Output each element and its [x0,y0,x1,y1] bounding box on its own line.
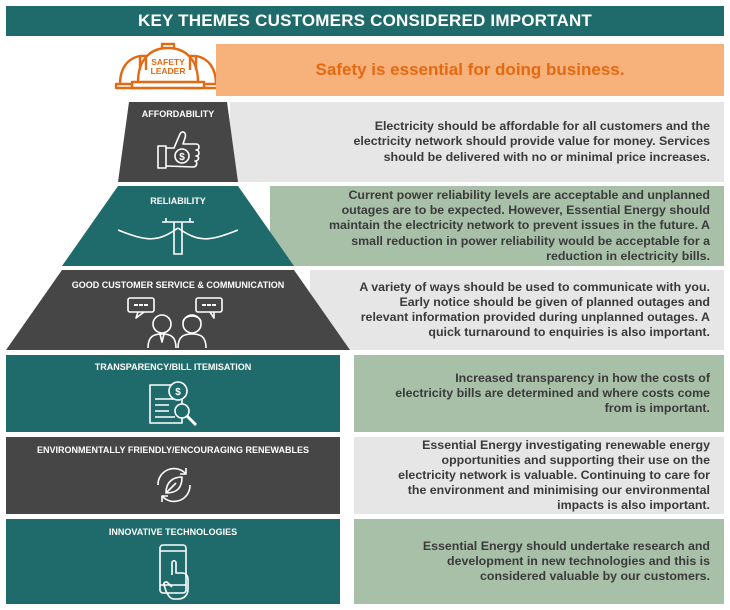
reliability-title: RELIABILITY [150,196,206,206]
safety-statement: Safety is essential for doing business. [216,44,724,96]
transparency-title: TRANSPARENCY/BILL ITEMISATION [94,362,252,372]
environment-tier: ENVIRONMENTALLY FRIENDLY/ENCOURAGING REN… [6,437,340,514]
innovation-tier: INNOVATIVE TECHNOLOGIES [6,519,340,604]
reliability-tier: RELIABILITY [62,186,294,266]
innovation-title: INNOVATIVE TECHNOLOGIES [108,527,238,537]
hard-hat-icon: SAFETY LEADER [112,42,224,94]
transparency-tier: TRANSPARENCY/BILL ITEMISATION $ [6,355,340,432]
customer-service-tier: GOOD CUSTOMER SERVICE & COMMUNICATION [6,270,350,350]
transparency-description: Increased transparency in how the costs … [354,355,724,432]
svg-text:$: $ [179,152,185,163]
svg-text:$: $ [175,387,181,398]
safety-badge-label: SAFETY LEADER [150,57,186,77]
reliability-description: Current power reliability levels are acc… [270,186,724,266]
environment-description: Essential Energy investigating renewable… [354,437,724,514]
innovation-description: Essential Energy should undertake resear… [354,519,724,604]
affordability-description: Electricity should be affordable for all… [230,102,724,182]
environment-title: ENVIRONMENTALLY FRIENDLY/ENCOURAGING REN… [36,445,310,455]
page-title: KEY THEMES CUSTOMERS CONSIDERED IMPORTAN… [6,6,724,36]
affordability-tier: AFFORDABILITY $ [118,102,238,182]
customer-service-title: GOOD CUSTOMER SERVICE & COMMUNICATION [71,280,285,290]
customer-service-description: A variety of ways should be used to comm… [310,270,724,350]
affordability-title: AFFORDABILITY [141,109,215,119]
